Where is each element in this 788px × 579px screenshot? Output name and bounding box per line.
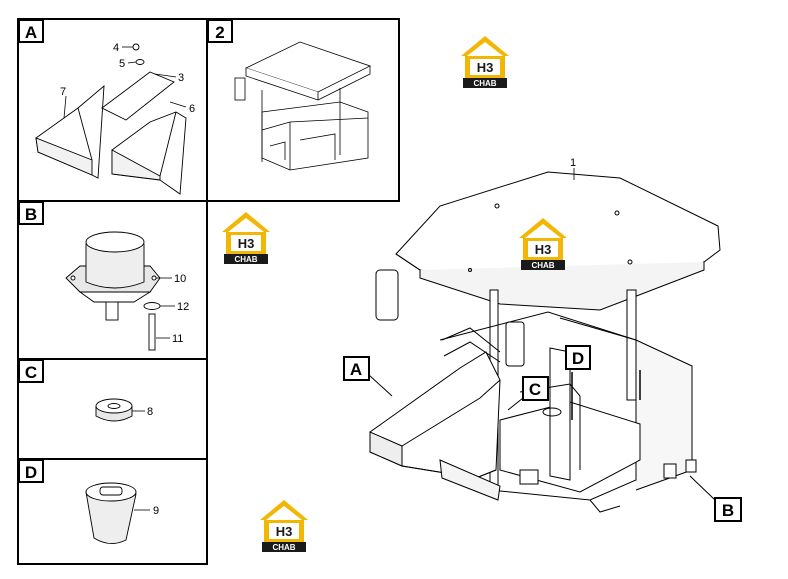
part-label-4: 4 bbox=[113, 42, 119, 54]
part-label-6: 6 bbox=[189, 103, 195, 115]
part-label-12: 12 bbox=[177, 301, 189, 313]
part-label-1: 1 bbox=[570, 157, 576, 169]
callout-d: D bbox=[565, 345, 591, 390]
panel-2-tag: 2 bbox=[207, 19, 233, 43]
part-label-10: 10 bbox=[174, 273, 186, 285]
watermark-logo: H3 CHAB bbox=[461, 36, 509, 88]
part-label-11: 11 bbox=[172, 333, 183, 345]
watermark-text: CHAB bbox=[473, 79, 496, 88]
watermark-logo: H3 CHAB bbox=[519, 218, 567, 270]
main-cab-drawing bbox=[369, 171, 721, 513]
watermark-logo: H3 CHAB bbox=[260, 500, 308, 552]
part-label-8: 8 bbox=[147, 406, 153, 418]
watermark-mark: H3 bbox=[535, 242, 552, 257]
panel-2-tag-text: 2 bbox=[215, 23, 224, 42]
watermark-logo: H3 CHAB bbox=[222, 212, 270, 264]
panel-b-tag: B bbox=[18, 201, 44, 225]
panel-2-frame bbox=[206, 18, 400, 202]
panel-a-leaders bbox=[63, 46, 187, 119]
panel-d-tag-text: D bbox=[25, 463, 37, 482]
watermark-mark: H3 bbox=[276, 524, 293, 539]
callout-c-text: C bbox=[529, 380, 541, 399]
callout-a-text: A bbox=[350, 360, 362, 379]
callout-b-text: B bbox=[722, 501, 734, 520]
panel-b-leaders bbox=[156, 277, 175, 339]
panel-b-drawing bbox=[65, 231, 161, 351]
panel-b-tag-text: B bbox=[25, 205, 37, 224]
part-label-5: 5 bbox=[119, 58, 125, 70]
panel-a-tag-text: A bbox=[25, 23, 37, 42]
callout-d-text: D bbox=[572, 349, 584, 368]
panel-c-tag-text: C bbox=[25, 363, 37, 382]
part-label-9: 9 bbox=[153, 505, 159, 517]
callout-b: B bbox=[689, 475, 742, 522]
panel-c-tag: C bbox=[18, 359, 44, 383]
watermark-text: CHAB bbox=[531, 261, 554, 270]
watermark-mark: H3 bbox=[238, 236, 255, 251]
part-label-3: 3 bbox=[178, 72, 184, 84]
panel-a-drawing bbox=[35, 43, 187, 195]
panel-d-drawing bbox=[85, 482, 137, 544]
watermark-mark: H3 bbox=[477, 60, 494, 75]
panel-c-drawing bbox=[95, 398, 133, 422]
watermark-text: CHAB bbox=[234, 255, 257, 264]
panel-a-tag: A bbox=[18, 19, 44, 43]
part-label-7: 7 bbox=[60, 86, 66, 98]
panel-2-drawing bbox=[234, 41, 372, 171]
watermark-text: CHAB bbox=[272, 543, 295, 552]
callout-a: A bbox=[343, 356, 393, 397]
panel-d-tag: D bbox=[18, 459, 44, 483]
panel-d-frame bbox=[17, 458, 208, 565]
callout-c: C bbox=[507, 376, 549, 411]
